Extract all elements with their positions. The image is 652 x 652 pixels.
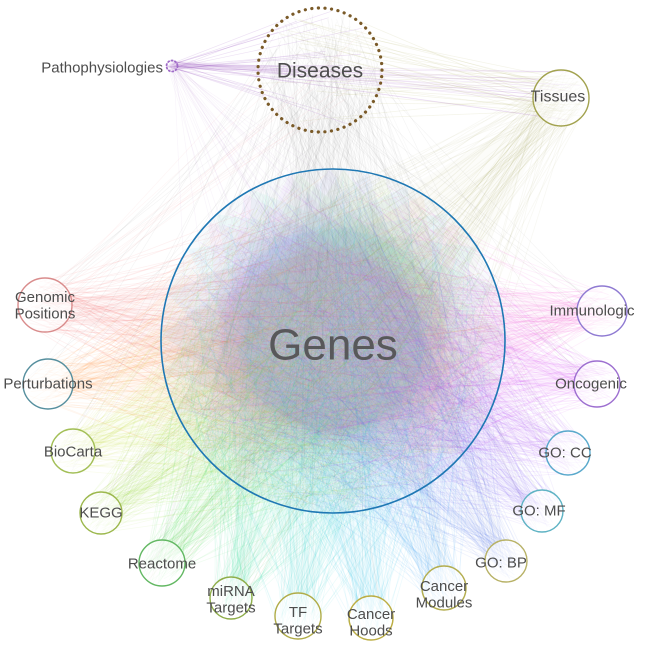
diseases-to-immunologic-edges — [275, 20, 598, 320]
diseases-to-perturbations-edges — [26, 35, 368, 392]
cancer_hoods-edges — [177, 176, 484, 639]
diseases-to-go_bp-edges — [264, 55, 503, 558]
genomic_positions-fan — [45, 224, 460, 486]
cancer_hoods-fan — [187, 213, 449, 619]
reactome-node[interactable] — [138, 539, 186, 587]
perturbations-node[interactable] — [22, 358, 74, 410]
immunologic-node[interactable] — [576, 285, 628, 337]
perturbations-fan — [48, 194, 463, 455]
go_cc-fan — [176, 174, 569, 453]
cancer_modules-node[interactable] — [421, 565, 467, 611]
go_bp-node[interactable] — [484, 539, 528, 583]
oncogenic-node[interactable] — [573, 360, 621, 408]
go_bp-fan — [161, 172, 506, 561]
diseases-to-genes-edges — [167, 13, 492, 507]
diseases-to-genomic_positions-edges — [32, 46, 367, 317]
go_cc-edges — [171, 176, 587, 490]
mirna_targets-fan — [231, 189, 497, 598]
tf_targets-node[interactable] — [274, 592, 322, 640]
tissues-label: Tissues — [531, 89, 586, 106]
kegg-label: KEGG — [79, 504, 122, 521]
diseases-label: Diseases — [277, 59, 363, 82]
biocarta-fan — [73, 176, 487, 451]
diseases-to-reactome-edges — [145, 49, 375, 581]
mirna_targets-edges — [176, 183, 488, 617]
go_cc-node[interactable] — [545, 430, 591, 476]
diseases-node[interactable] — [256, 6, 384, 134]
tissues-edges — [185, 71, 586, 505]
cancer_hoods-node[interactable] — [348, 595, 394, 641]
oncogenic-edges — [194, 184, 619, 489]
kegg-edges — [80, 188, 488, 534]
immunologic-label: Immunologic — [549, 302, 635, 319]
node-circles — [17, 6, 628, 641]
fan-wedges — [45, 169, 602, 619]
go_mf-label: GO: MF — [512, 502, 565, 519]
pathophysiologies-to-tissues-edges — [169, 61, 588, 121]
reactome-fan — [162, 172, 505, 563]
go_mf-fan — [164, 169, 542, 511]
diseases-to-oncogenic-edges — [276, 54, 600, 399]
diseases-to-cancer_modules-edges — [286, 18, 457, 606]
perturbations-label: Perturbations — [3, 375, 92, 392]
go_mf-edges — [176, 180, 563, 531]
diseases-to-biocarta-edges — [59, 40, 309, 472]
tissues-node[interactable] — [532, 69, 590, 127]
genes-node[interactable] — [160, 168, 506, 514]
pathophysiologies-to-diseases-edges — [166, 10, 363, 125]
reactome-label: Reactome — [128, 555, 196, 572]
biocarta-node[interactable] — [50, 428, 96, 474]
immunologic-fan — [208, 222, 602, 484]
reactome-edges — [141, 181, 480, 586]
go_bp-edges — [183, 190, 526, 580]
oncogenic-label: Oncogenic — [555, 375, 627, 392]
cancer_modules-fan — [167, 185, 444, 588]
genomic_positions-edges — [21, 195, 497, 504]
go_mf-node[interactable] — [520, 489, 564, 533]
genomic_positions-node[interactable] — [17, 277, 73, 333]
diseases-to-kegg-edges — [94, 43, 370, 531]
genomic_positions-to-diseases-edges — [25, 29, 371, 326]
tf_targets-fan — [216, 214, 478, 616]
genes-label: Genes — [268, 320, 398, 369]
tf_targets-edges — [179, 183, 498, 639]
tissues-to-kegg-edges — [82, 80, 578, 522]
diseases-to-go_mf-edges — [265, 28, 551, 526]
diseases-to-go_cc-edges — [303, 30, 571, 471]
edge-bundles — [21, 10, 627, 639]
pathophysiologies-to-genes-edges — [167, 60, 490, 486]
biocarta-label: BioCarta — [44, 443, 103, 460]
cancer_modules-edges — [178, 176, 486, 610]
diseases-to-mirna_targets-edges — [211, 49, 358, 617]
immunologic-edges — [188, 185, 627, 507]
tissues-to-reactome-edges — [147, 80, 585, 581]
kegg-node[interactable] — [79, 491, 123, 535]
go_cc-label: GO: CC — [538, 444, 592, 461]
biocarta-edges — [51, 183, 491, 501]
diseases-to-tf_targets-edges — [281, 33, 340, 617]
go_bp-label: GO: BP — [475, 554, 527, 571]
pathophysiologies-label: Pathophysiologies — [41, 59, 163, 76]
pathophysiologies-node[interactable] — [165, 59, 179, 73]
kegg-fan — [101, 169, 501, 514]
mirna_targets-node[interactable] — [209, 576, 253, 620]
